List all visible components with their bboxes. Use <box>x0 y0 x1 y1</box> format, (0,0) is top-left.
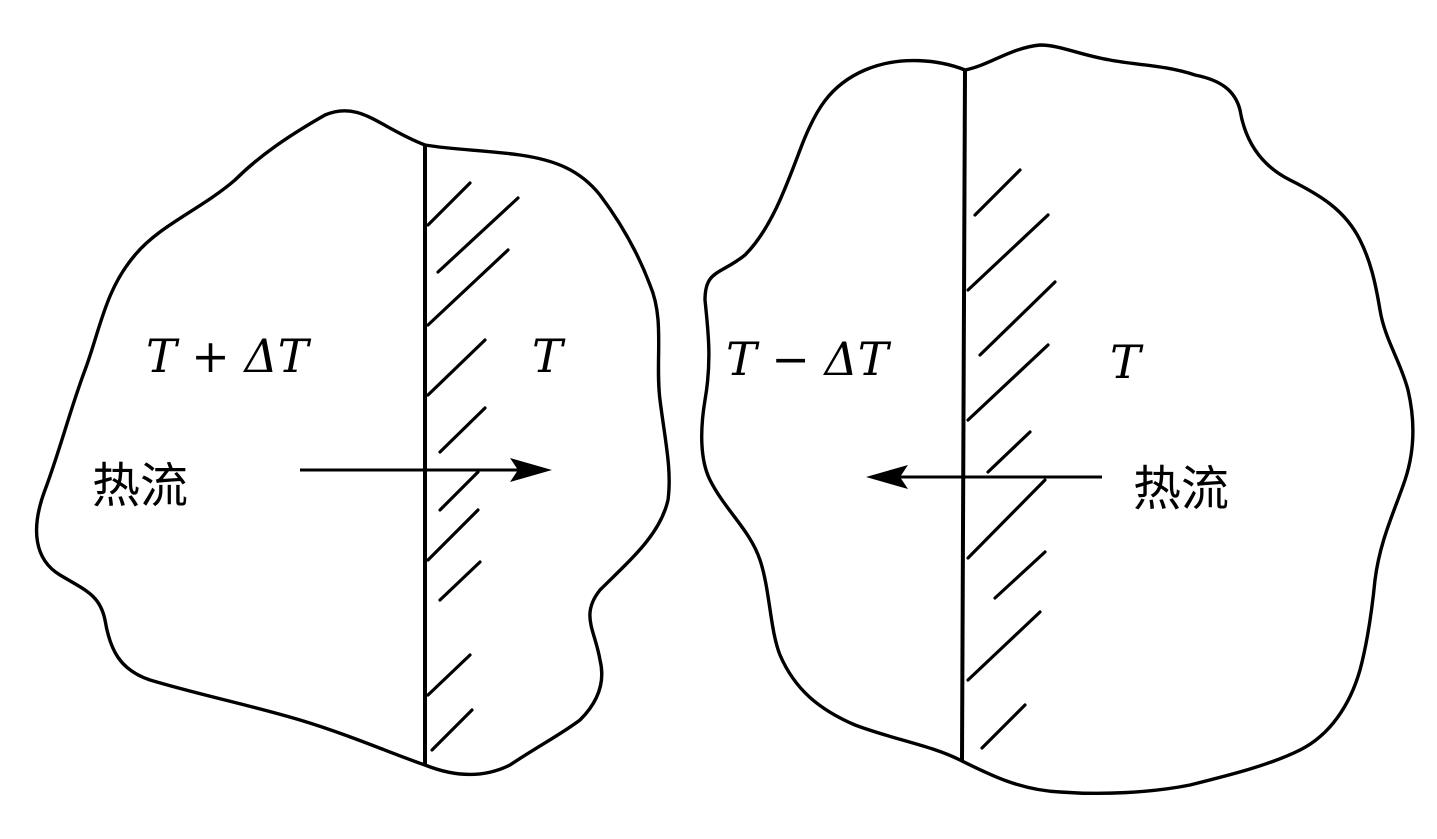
right-cold-region-label: T − ΔT <box>726 332 892 386</box>
hatch-mark <box>438 470 480 512</box>
hatch-mark <box>430 708 474 752</box>
right-wall-hatching <box>966 168 1057 750</box>
hatch-mark <box>426 653 472 697</box>
left-heat-flow-arrow <box>300 458 552 482</box>
hatch-mark <box>426 248 510 327</box>
hatch-mark <box>966 213 1050 292</box>
hatch-mark <box>438 560 482 602</box>
hatch-mark <box>436 196 520 274</box>
hatch-mark <box>966 343 1050 422</box>
hatch-mark <box>426 508 480 562</box>
left-wall-hatching <box>426 181 520 752</box>
left-body-outline <box>34 109 671 777</box>
hatch-mark <box>438 406 487 454</box>
right-wall <box>960 69 967 761</box>
hatch-mark <box>973 168 1022 217</box>
arrow-head-left <box>866 465 908 489</box>
hatch-mark <box>426 338 487 397</box>
right-body-outline <box>700 43 1415 795</box>
left-body: T + ΔT T 热流 <box>34 109 671 777</box>
left-heat-flow-label: 热流 <box>92 458 188 514</box>
hatch-mark <box>993 550 1047 600</box>
hatch-mark <box>986 430 1032 474</box>
right-body: T − ΔT T 热流 <box>700 43 1415 795</box>
hatch-mark <box>966 610 1042 682</box>
hatch-mark <box>426 181 472 227</box>
hatch-mark <box>978 280 1057 357</box>
hatch-mark <box>980 703 1027 750</box>
left-cold-region-label: T <box>532 329 566 383</box>
arrow-head-right <box>510 458 552 482</box>
hatch-mark <box>966 478 1047 560</box>
right-heat-flow-label: 热流 <box>1133 461 1229 517</box>
right-heat-flow-arrow <box>866 465 1102 489</box>
left-hot-region-label: T + ΔT <box>146 329 312 383</box>
right-hot-region-label: T <box>1110 335 1144 389</box>
